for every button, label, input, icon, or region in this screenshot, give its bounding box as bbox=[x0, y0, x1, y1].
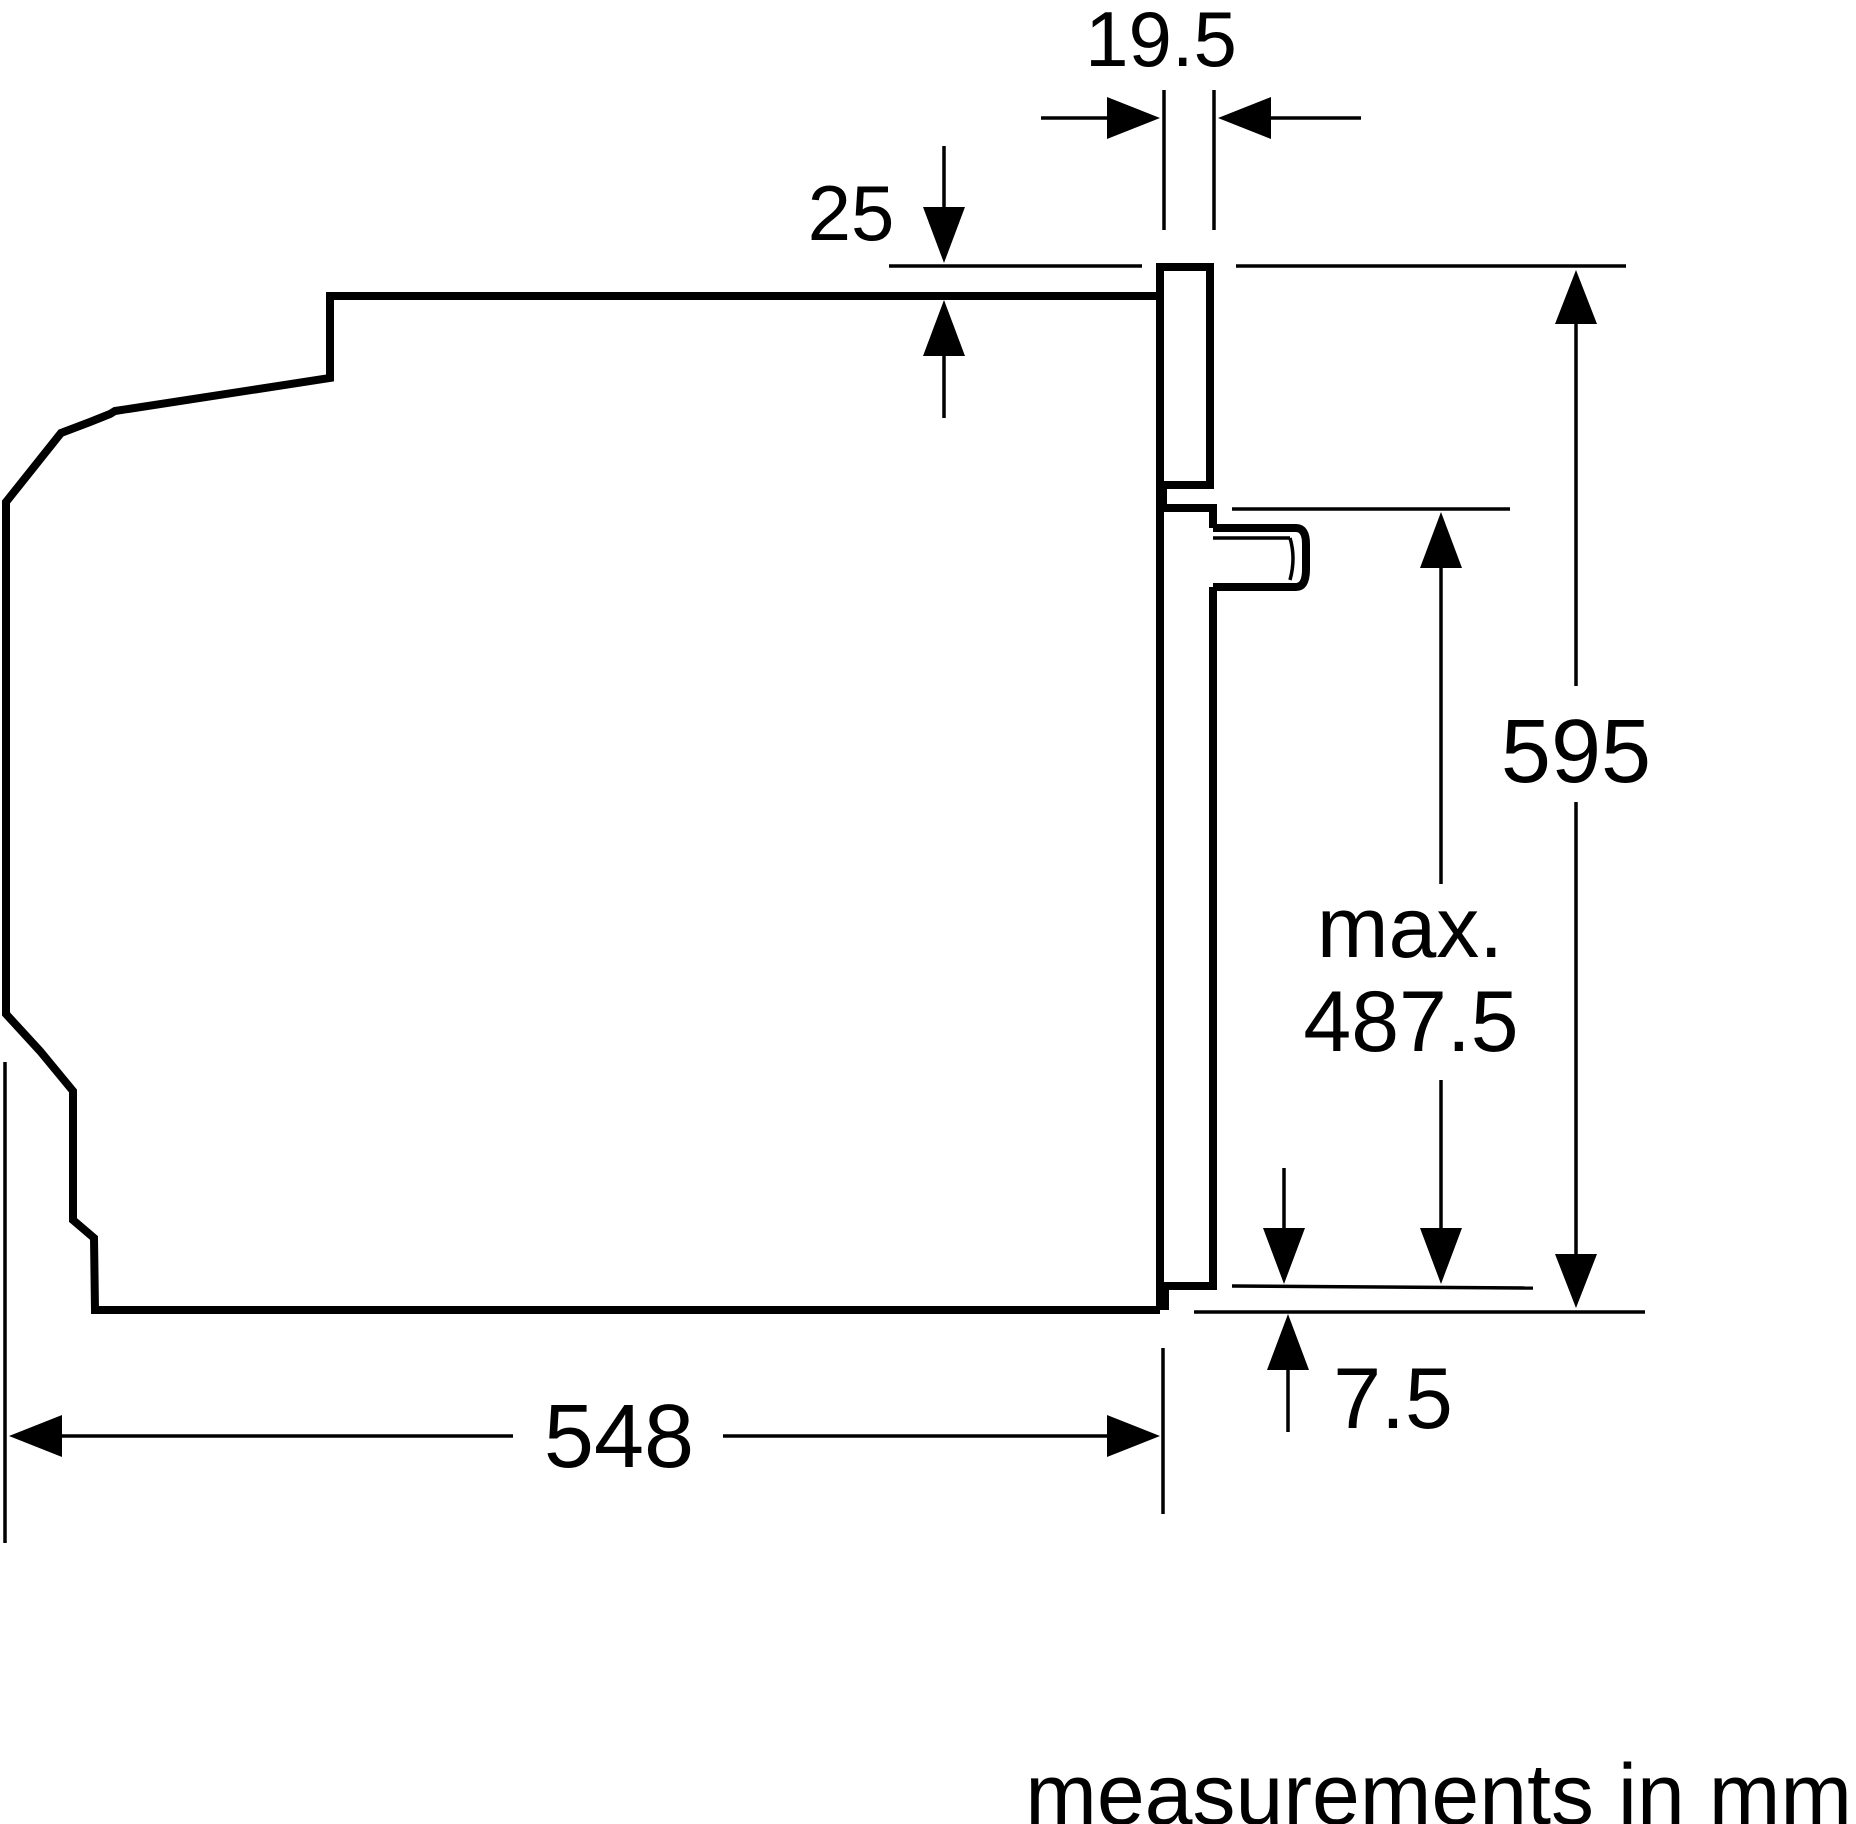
arrow-up-marker bbox=[923, 300, 965, 356]
arrow-up-marker bbox=[1267, 1314, 1309, 1370]
dimension-label-max-height: 487.5 bbox=[1303, 974, 1518, 1070]
arrow-right-marker bbox=[1107, 1415, 1160, 1457]
arrow-down-marker bbox=[923, 207, 965, 263]
dimension-depth: 548 bbox=[3, 1062, 1165, 1543]
dimension-max-height: max. 487.5 bbox=[1231, 507, 1534, 1290]
arrow-down-marker bbox=[1555, 1254, 1597, 1308]
dimension-label-bottom-offset: 7.5 bbox=[1333, 1351, 1453, 1447]
dimension-label-gap-width: 19.5 bbox=[1085, 0, 1237, 83]
arrow-up-marker bbox=[1555, 270, 1597, 324]
dimension-label-top-offset: 25 bbox=[808, 169, 895, 257]
dimension-label-depth: 548 bbox=[544, 1387, 694, 1487]
dimension-label-total-height: 595 bbox=[1501, 702, 1651, 802]
dimension-total-height: 595 bbox=[1194, 270, 1651, 1314]
arrow-up-marker bbox=[1420, 512, 1462, 568]
arrow-down-marker bbox=[1263, 1228, 1305, 1284]
dimension-bottom-offset: 7.5 bbox=[1263, 1168, 1453, 1447]
units-note: measurements in mm bbox=[1025, 1747, 1852, 1824]
dimension-label-max: max. bbox=[1317, 880, 1503, 976]
oven-outline bbox=[1, 263, 1310, 1314]
arrow-left-marker bbox=[9, 1415, 62, 1457]
dimension-gap-width: 19.5 bbox=[1041, 0, 1361, 230]
arrow-left-marker bbox=[1218, 97, 1271, 139]
arrow-down-marker bbox=[1420, 1228, 1462, 1284]
arrow-right-marker bbox=[1107, 97, 1160, 139]
dimension-top-offset: 25 bbox=[808, 146, 1626, 418]
